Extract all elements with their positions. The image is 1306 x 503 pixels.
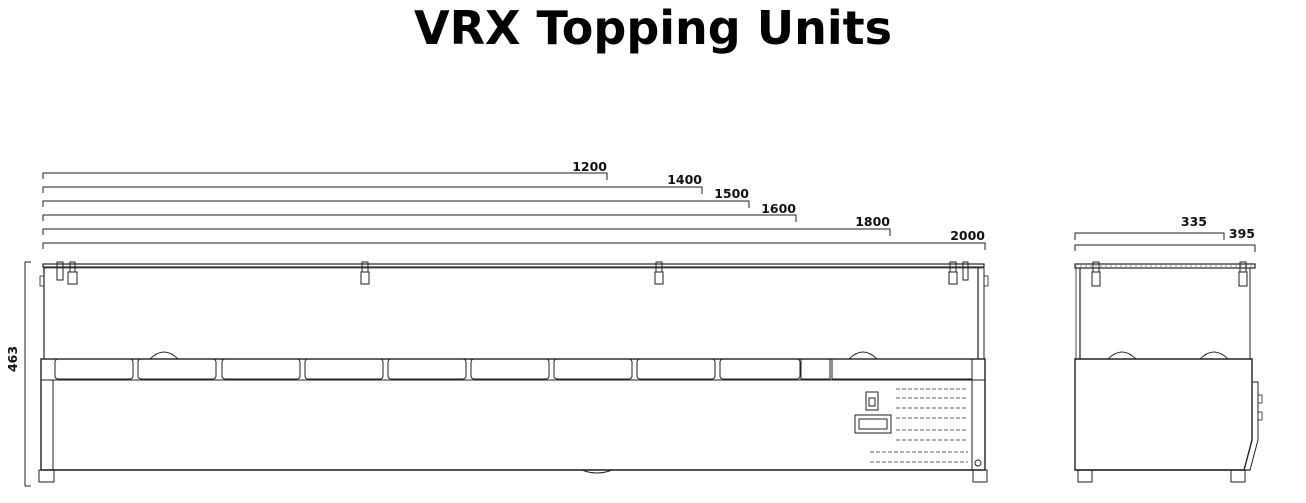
side-glass-canopy <box>1074 261 1256 360</box>
dim-line-1600 <box>42 214 797 222</box>
dim-line-1400 <box>42 186 703 194</box>
canopy-brackets <box>56 261 969 285</box>
side-cabinet <box>1074 358 1263 483</box>
dim-line-1200 <box>42 172 608 180</box>
control-panel <box>854 391 892 434</box>
dim-line-335 <box>1074 232 1225 240</box>
dim-label-395: 395 <box>1229 226 1255 241</box>
dim-label-335: 335 <box>1181 214 1207 229</box>
dim-line-2000 <box>42 242 986 250</box>
depth-dimension-lines <box>1074 232 1256 252</box>
height-label: 463 <box>5 346 20 372</box>
dim-label-1800: 1800 <box>855 214 890 229</box>
front-view: 1200 1400 1500 1600 1800 2000 463 <box>5 159 989 487</box>
dim-label-1500: 1500 <box>714 186 749 201</box>
length-dimension-lines <box>42 172 986 250</box>
dim-line-1500 <box>42 200 750 208</box>
page-title: VRX Topping Units <box>414 1 892 55</box>
ventilation-grille <box>870 388 968 463</box>
dim-label-1400: 1400 <box>667 172 702 187</box>
dim-label-2000: 2000 <box>950 228 985 243</box>
cabinet-body <box>40 358 986 471</box>
dim-label-1200: 1200 <box>572 159 607 174</box>
height-dimension-line <box>24 261 31 487</box>
dim-line-395 <box>1074 244 1256 252</box>
dim-label-1600: 1600 <box>761 201 796 216</box>
side-view: 335 395 <box>1074 214 1263 483</box>
dim-line-1800 <box>42 228 891 236</box>
glass-canopy <box>39 263 989 359</box>
gastronorm-pans <box>54 351 973 380</box>
front-feet <box>38 459 988 483</box>
